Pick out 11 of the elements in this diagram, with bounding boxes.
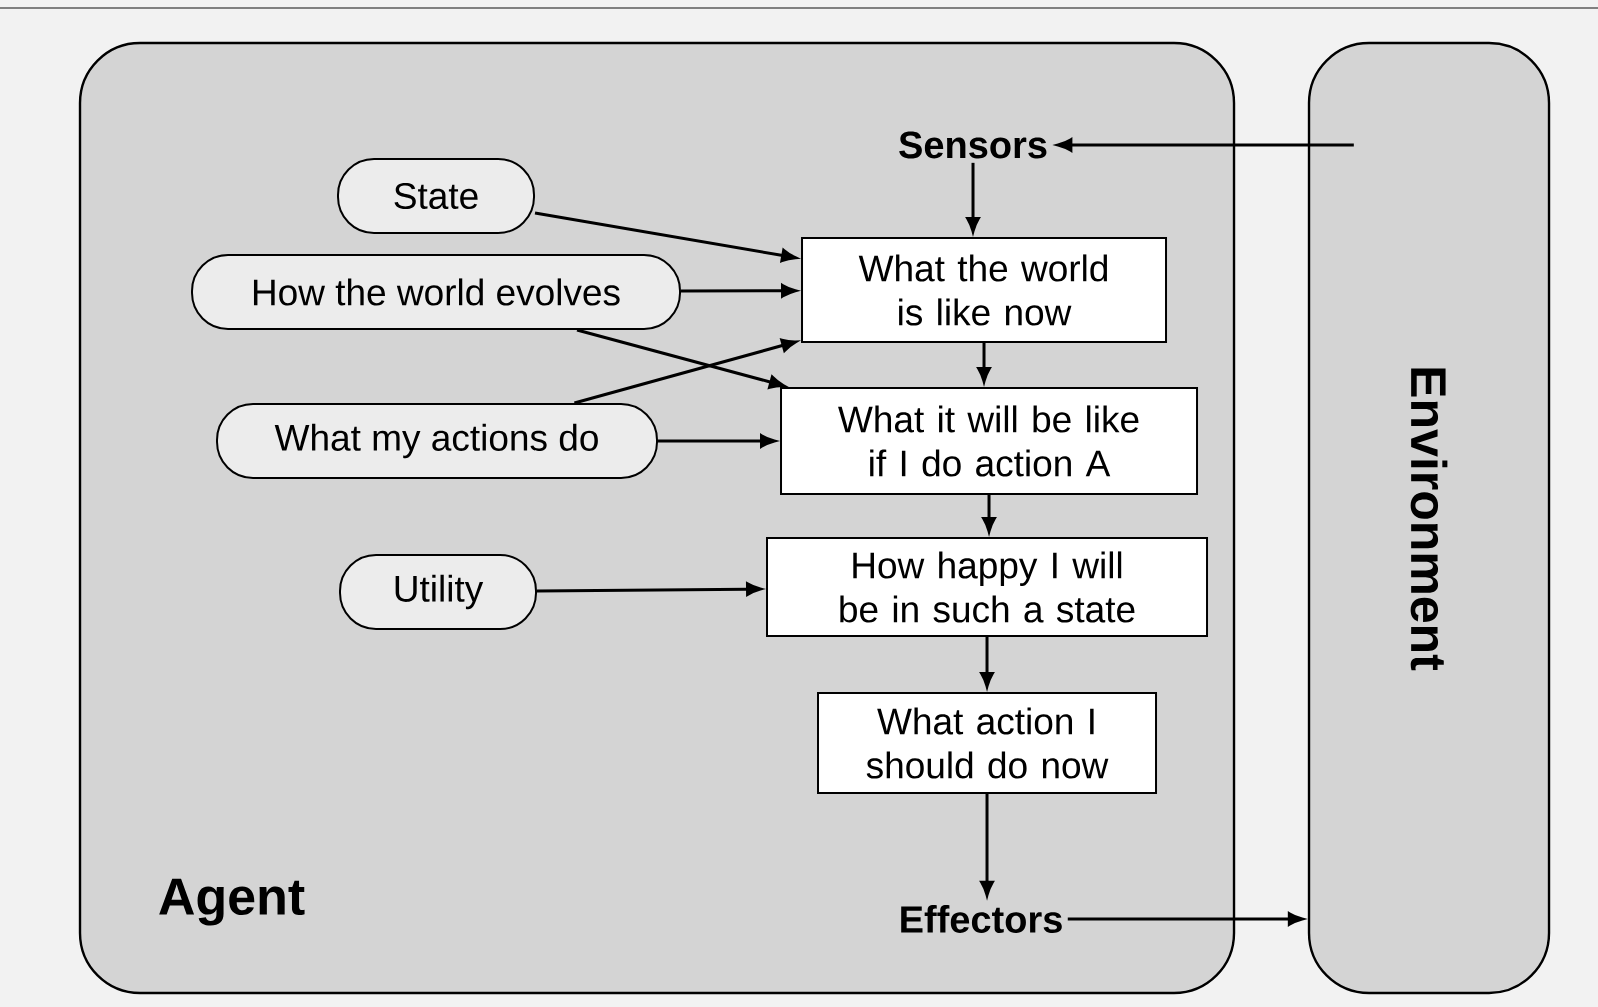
- environment-panel: Environment: [1307, 41, 1551, 995]
- rounded-box: State: [337, 158, 535, 234]
- process-box: What action I should do now: [817, 692, 1157, 794]
- rounded-box: How the world evolves: [191, 254, 681, 330]
- rounded-box: What my actions do: [216, 403, 658, 479]
- label: Effectors: [901, 905, 1062, 933]
- process-box: How happy I will be in such a state: [766, 537, 1208, 637]
- label: Sensors: [899, 131, 1047, 159]
- process-box: What the world is like now: [801, 237, 1167, 343]
- rounded-box: Utility: [339, 554, 537, 630]
- process-box: What it will be like if I do action A: [780, 387, 1198, 495]
